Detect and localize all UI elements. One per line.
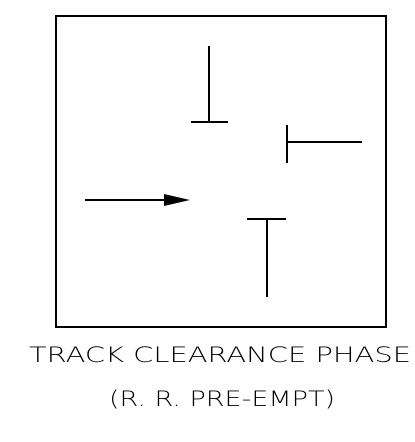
caption-line-1: TRACK CLEARANCE PHASE	[29, 343, 411, 367]
caption-line-2: (R. R. PRE-EMPT)	[109, 387, 335, 411]
stop-bar-top	[191, 46, 228, 123]
through-arrow	[85, 194, 190, 206]
phase-box	[55, 15, 387, 328]
stop-bar-bottom	[247, 218, 286, 297]
stop-bar-right	[286, 125, 362, 163]
